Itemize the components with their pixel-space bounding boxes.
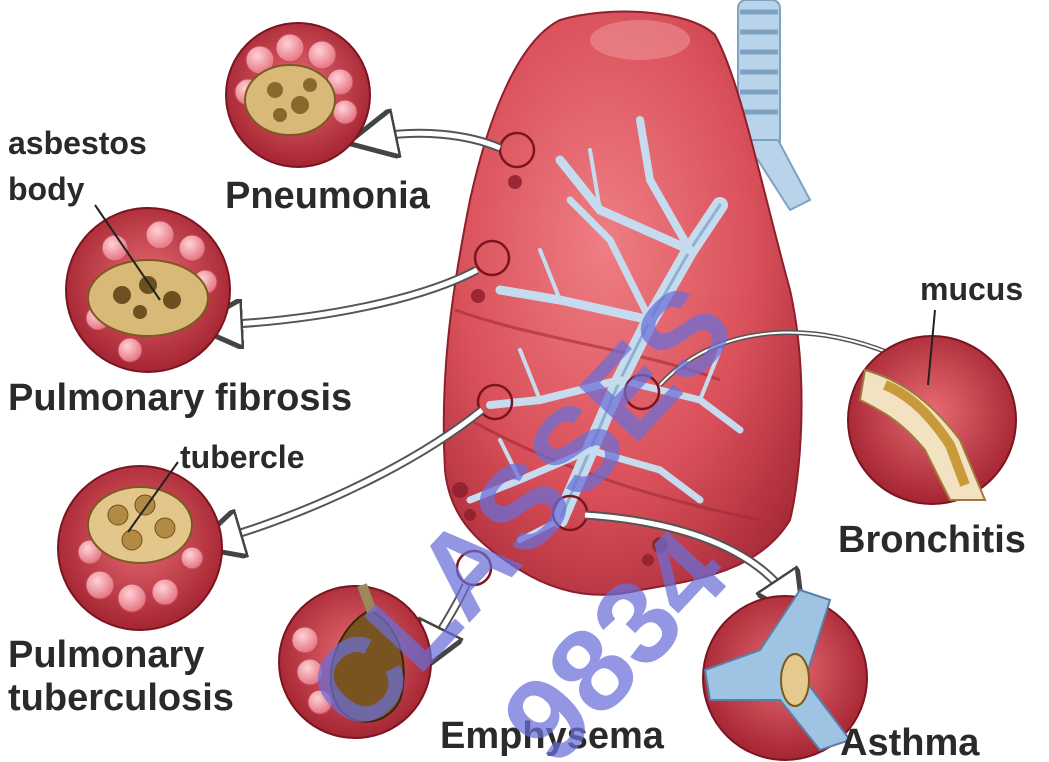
mucus-label: mucus (920, 271, 1023, 307)
asthma-label: Asthma (840, 722, 980, 762)
bronchitis-label: Bronchitis (838, 519, 1026, 561)
bronchitis-inset (848, 336, 1016, 504)
tubercle-label: tubercle (180, 439, 304, 475)
pulmonary-tuberculosis-inset (58, 466, 222, 630)
body-label: body (8, 171, 85, 207)
pneumonia-inset (226, 23, 370, 167)
pulmonary-label: Pulmonary (8, 634, 204, 676)
tuberculosis-label: tuberculosis (8, 677, 234, 719)
pulmonary-fibrosis-label: Pulmonary fibrosis (8, 377, 352, 419)
asbestos-label: asbestos (8, 125, 147, 161)
pulmonary-fibrosis-inset (66, 208, 230, 372)
pneumonia-label: Pneumonia (225, 175, 431, 217)
